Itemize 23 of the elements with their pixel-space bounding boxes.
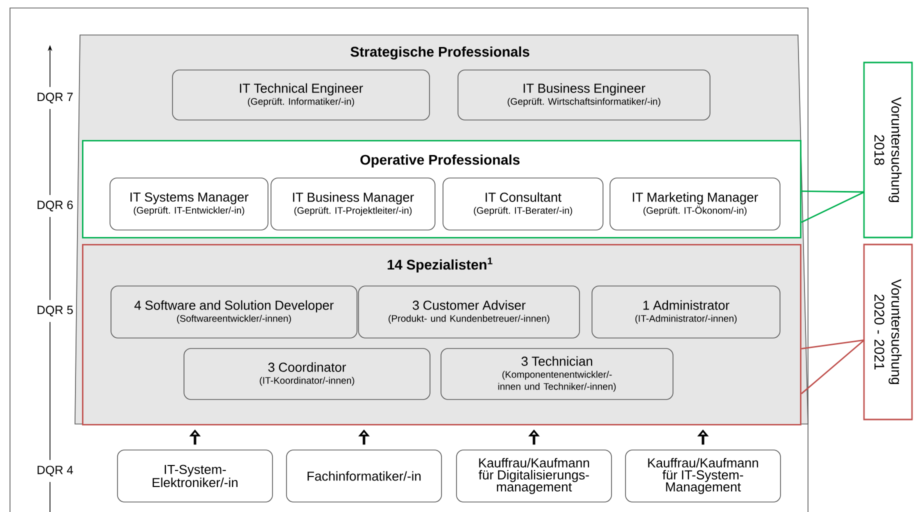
role-box: IT Business Manager (Geprüft. IT-Projektleiter/-in) bbox=[270, 178, 436, 230]
role-box: IT Systems Manager (Geprüft. IT-Entwickler/-in) bbox=[110, 178, 268, 230]
role-box: 1 Administrator (IT-Administrator/-innen) bbox=[592, 286, 780, 338]
role-box: IT Business Engineer (Geprüft. Wirtschaftsinformatiker/-in) bbox=[458, 70, 710, 120]
role-box: 4 Software and Solution Developer (Softwareentwickler/-innen) bbox=[110, 286, 358, 338]
role-box: IT Consultant (Geprüft. IT-Berater/-in) bbox=[442, 178, 604, 230]
role-box: 3 Customer Adviser (Produkt- und Kundenbetreuer/-innen) bbox=[358, 286, 580, 338]
role-box: 3 Technician (Komponentenentwickler/-innen und Techniker/-innen) bbox=[440, 348, 674, 400]
role-box: Fachinformatiker/-in bbox=[286, 450, 442, 502]
callout-pointer bbox=[800, 190, 865, 223]
level-label: DQR 7 bbox=[38, 92, 73, 104]
role-box: 3 Coordinator (IT-Koordinator/-innen) bbox=[184, 348, 430, 400]
role-box: Kauffrau/Kaufmann für IT-System-Management bbox=[625, 450, 781, 502]
role-box: IT Technical Engineer (Geprüft. Informatiker/-in) bbox=[172, 70, 430, 120]
role-box: IT-System-Elektroniker/-in bbox=[117, 450, 273, 502]
level-label: DQR 4 bbox=[38, 466, 73, 476]
callout-pointer bbox=[800, 339, 865, 394]
callout-box: Voruntersuchung 2018 bbox=[863, 62, 913, 238]
callout-box: Voruntersuchung 2020 - 2021 bbox=[863, 244, 913, 420]
level-label: DQR 5 bbox=[38, 306, 73, 316]
role-box: Kauffrau/Kaufmann für Digitalisierungs-management bbox=[456, 450, 612, 502]
role-box: IT Marketing Manager (Geprüft. IT-Ökonom/-in) bbox=[610, 178, 780, 230]
level-label: DQR 6 bbox=[38, 200, 73, 212]
